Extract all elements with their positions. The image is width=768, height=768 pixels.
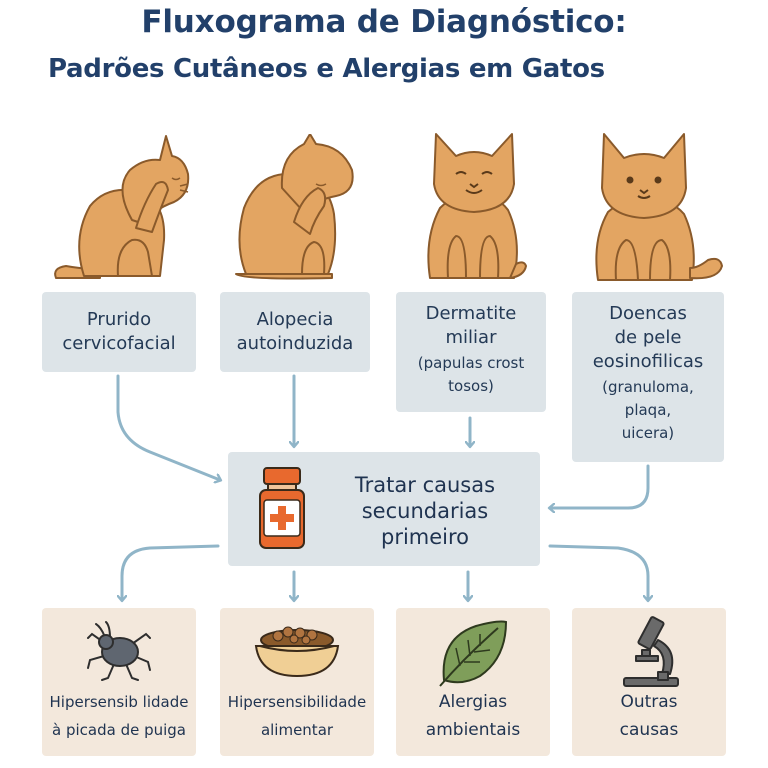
- outcome-box-environmental-allergy: Alergias ambientais: [396, 608, 550, 756]
- title-line-1: Fluxograma de Diagnóstico:: [141, 4, 627, 40]
- pattern-box-prurido: Prurido cervicofacial: [42, 292, 196, 372]
- arrow-eosinofilicas-to-center: [550, 464, 650, 508]
- leaf-icon: [439, 620, 508, 687]
- pattern-box-dermatite: Dermatite miliar (papulas crost tosos): [396, 292, 546, 412]
- pattern-sublabel: (papulas crost tosos): [417, 354, 525, 395]
- pattern-label: Prurido cervicofacial: [62, 309, 176, 354]
- pattern-box-eosinofilicas: Doencas de pele eosinofilicas (granuloma…: [572, 292, 724, 462]
- outcome-label: Outras causas: [619, 692, 679, 740]
- diagram-title: Fluxograma de Diagnóstico:: [0, 4, 768, 40]
- title-line-2: Padrões Cutâneos e Alergias em Gatos: [48, 54, 605, 84]
- pattern-box-alopecia: Alopecia autoinduzida: [220, 292, 370, 372]
- outcome-box-flea-allergy: Hipersensib lidade à picada de puiga: [42, 608, 196, 756]
- outcome-label: Hipersensibilidade alimentar: [227, 693, 367, 739]
- pattern-sublabel: (granuloma, plaqa, uicera): [602, 378, 694, 442]
- arrow-prurido-to-center: [116, 374, 220, 480]
- center-label: Tratar causas secundarias primeiro: [354, 473, 496, 549]
- pattern-label: Doencas de pele eosinofilicas: [592, 303, 704, 372]
- flea-icon: [87, 621, 151, 681]
- food-bowl-icon: [254, 626, 340, 678]
- treat-secondary-causes-box: Tratar causas secundarias primeiro: [228, 452, 540, 566]
- cat-sitting-illustration: [427, 133, 527, 279]
- arrow-center-to-flea: [122, 544, 220, 600]
- outcome-label: Hipersensib lidade à picada de puiga: [49, 693, 189, 739]
- outcome-box-other-causes: Outras causas: [572, 608, 726, 756]
- pattern-label: Dermatite miliar: [425, 303, 517, 348]
- cat-licking-paw-illustration: [235, 134, 354, 280]
- outcome-label: Alergias ambientais: [425, 692, 521, 740]
- outcome-box-food-allergy: Hipersensibilidade alimentar: [220, 608, 374, 756]
- medicine-bottle-icon: [259, 467, 305, 549]
- arrow-center-to-other: [548, 544, 648, 600]
- cat-sitting-front-illustration: [595, 133, 723, 281]
- microscope-icon: [623, 616, 679, 687]
- pattern-label: Alopecia autoinduzida: [236, 309, 354, 354]
- cat-scratching-face-illustration: [54, 135, 190, 279]
